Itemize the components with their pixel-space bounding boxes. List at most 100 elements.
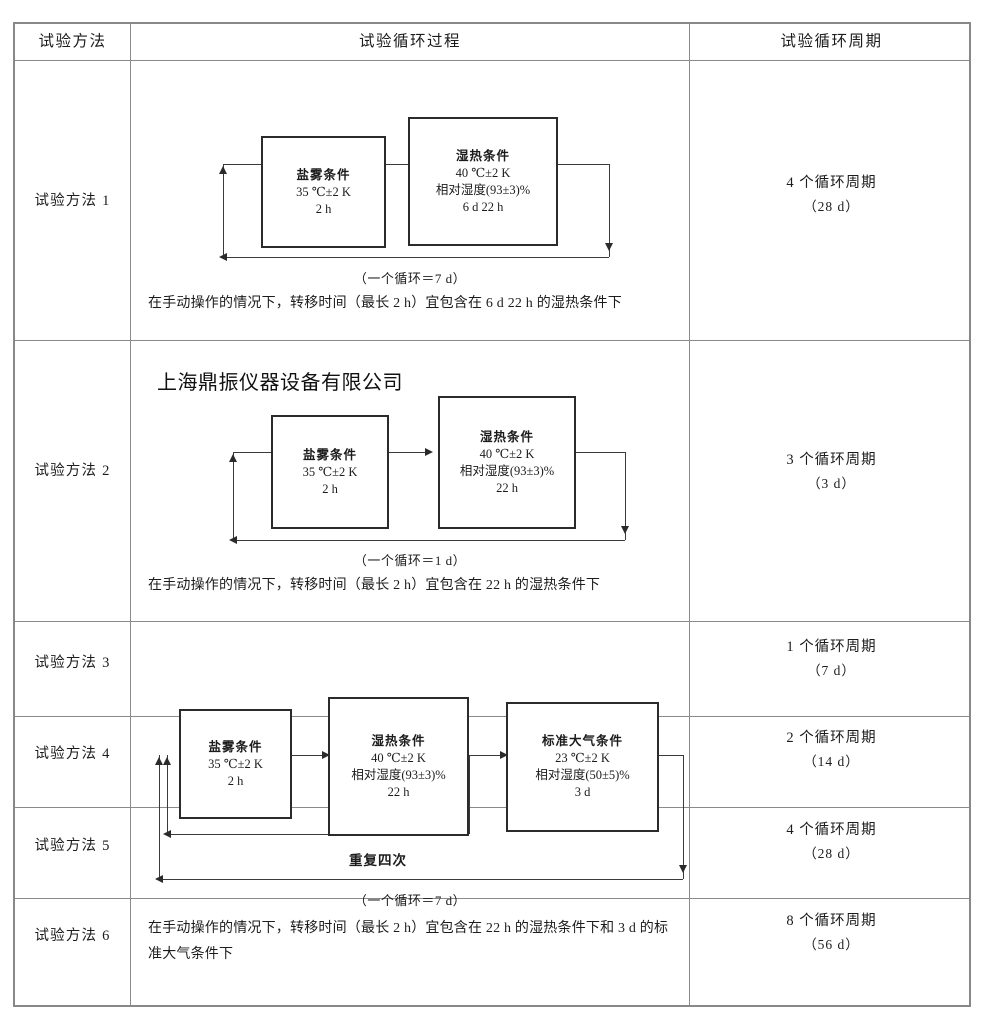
cycle-caption-2: （一个循环＝1 d） [353, 553, 467, 568]
salt-fog-box-3: 盐雾条件 35 ℃±2 K 2 h [179, 709, 292, 819]
salt-fog-title-3: 盐雾条件 [208, 739, 263, 754]
damp-heat-title-3: 湿热条件 [371, 733, 426, 748]
damp-heat-duration-1: 6 d 22 h [462, 199, 504, 214]
salt-fog-box-2: 盐雾条件 35 ℃±2 K 2 h [271, 415, 389, 529]
method-label-1: 试验方法 1 [34, 193, 111, 209]
inner-loop-right-vertical-3 [469, 755, 470, 834]
outer-loop-right-vertical-3 [683, 755, 684, 879]
salt-fog-duration-2: 2 h [322, 481, 338, 496]
row-divider-3 [15, 716, 969, 717]
salt-to-damp-arrow-3 [322, 751, 330, 759]
salt-fog-box-1: 盐雾条件 35 ℃±2 K 2 h [261, 136, 386, 248]
damp-heat-temp-2: 40 ℃±2 K [479, 446, 535, 461]
cycle-note-3: 在手动操作的情况下，转移时间（最长 2 h）宜包含在 22 h 的湿热条件下和 … [148, 921, 669, 962]
damp-to-std-line-3 [469, 755, 506, 756]
cycle-caption-3: （一个循环＝7 d） [353, 893, 467, 908]
damp-heat-humidity-2: 相对湿度(93±3)% [459, 463, 555, 478]
cycle-days-3: （7 d） [807, 663, 856, 678]
standard-atmosphere-title-3: 标准大气条件 [541, 734, 623, 748]
feedback-bottom-segment-2 [233, 540, 625, 541]
repeat-label-3: 重复四次 [345, 849, 411, 869]
salt-to-damp-line-3 [292, 755, 328, 756]
row-divider-2 [15, 621, 969, 622]
salt-to-damp-line-2 [389, 452, 431, 453]
feedback-arrow-left-1 [219, 253, 227, 261]
feedback-arrow-left-2 [229, 536, 237, 544]
outer-loop-arrow-left-3 [155, 875, 163, 883]
cycle-count-4: 2 个循环周期 [786, 730, 877, 746]
cycle-days-1: （28 d） [803, 199, 860, 214]
inner-loop-bottom-3 [167, 834, 469, 835]
outer-loop-exit-3 [659, 755, 684, 756]
damp-heat-box-3: 湿热条件 40 ℃±2 K 相对湿度(93±3)% 22 h [328, 697, 469, 836]
column-divider-2 [689, 24, 690, 1005]
outer-loop-arrow-down-3 [679, 865, 687, 873]
row-divider-4 [15, 807, 969, 808]
inner-loop-left-vertical-3 [167, 755, 168, 834]
cycle-count-5: 4 个循环周期 [786, 822, 877, 838]
damp-heat-duration-3: 22 h [387, 784, 410, 799]
header-test-cycle-period: 试验循环周期 [780, 33, 883, 50]
salt-fog-duration-3: 2 h [227, 773, 244, 788]
standard-atmosphere-humidity-3: 相对湿度(50±5)% [535, 768, 630, 782]
damp-heat-duration-2: 22 h [496, 480, 518, 495]
outer-loop-left-vertical-3 [159, 755, 160, 879]
cycle-note-1: 在手动操作的情况下，转移时间（最长 2 h）宜包含在 6 d 22 h 的湿热条… [148, 296, 622, 311]
feedback-bottom-segment-1 [223, 257, 609, 258]
cycle-period-2: 3 个循环周期 （3 d） [690, 449, 973, 495]
feedback-right-vertical-1 [609, 164, 610, 257]
method-label-3: 试验方法 3 [34, 655, 111, 671]
feedback-exit-segment-1 [558, 164, 610, 165]
row-divider-5 [15, 898, 969, 899]
cycle-count-3: 1 个循环周期 [786, 639, 877, 655]
cycle-days-2: （3 d） [807, 476, 856, 491]
cycle-count-6: 8 个循环周期 [786, 913, 877, 929]
company-watermark: 上海鼎振仪器设备有限公司 [157, 370, 403, 394]
damp-heat-humidity-3: 相对湿度(93±3)% [351, 767, 446, 782]
salt-fog-temp-3: 35 ℃±2 K [208, 756, 263, 771]
feedback-top-segment-1 [223, 164, 268, 165]
feedback-arrow-up-2 [229, 454, 237, 462]
cycle-period-6: 8 个循环周期 （56 d） [690, 910, 973, 956]
row-divider-header [15, 60, 969, 61]
cycle-period-1: 4 个循环周期 （28 d） [690, 172, 973, 218]
feedback-arrow-down-1 [605, 243, 613, 251]
cycle-period-3: 1 个循环周期 （7 d） [690, 636, 973, 682]
damp-heat-humidity-1: 相对湿度(93±3)% [435, 182, 531, 197]
salt-fog-title-2: 盐雾条件 [302, 447, 357, 462]
cycle-diagram-2: 上海鼎振仪器设备有限公司 盐雾条件 35 ℃±2 K 2 h 湿热条件 40 ℃… [131, 341, 689, 621]
feedback-top-segment-2 [233, 452, 275, 453]
cycle-caption-1: （一个循环＝7 d） [353, 271, 467, 286]
cycle-days-6: （56 d） [803, 937, 860, 952]
outer-loop-bottom-3 [159, 879, 683, 880]
standard-atmosphere-temp-3: 23 ℃±2 K [555, 751, 610, 765]
damp-heat-temp-3: 40 ℃±2 K [371, 750, 426, 765]
salt-fog-duration-1: 2 h [315, 201, 332, 216]
feedback-arrow-up-1 [219, 166, 227, 174]
cycle-period-5: 4 个循环周期 （28 d） [690, 819, 973, 865]
cycle-count-1: 4 个循环周期 [786, 175, 877, 191]
cycle-count-2: 3 个循环周期 [786, 452, 877, 468]
cycle-period-4: 2 个循环周期 （14 d） [690, 727, 973, 773]
column-divider-1 [130, 24, 131, 1005]
method-label-4: 试验方法 4 [34, 746, 111, 762]
salt-to-damp-line-1 [385, 164, 415, 165]
feedback-left-vertical-1 [223, 164, 224, 257]
feedback-arrow-down-2 [621, 526, 629, 534]
damp-heat-box-2: 湿热条件 40 ℃±2 K 相对湿度(93±3)% 22 h [438, 396, 576, 529]
damp-heat-temp-1: 40 ℃±2 K [455, 165, 511, 180]
inner-loop-arrow-up-3 [163, 757, 171, 765]
cycle-days-5: （28 d） [803, 846, 860, 861]
damp-heat-title-1: 湿热条件 [455, 148, 510, 163]
cycle-days-4: （14 d） [803, 754, 860, 769]
salt-fog-temp-1: 35 ℃±2 K [296, 184, 351, 199]
row-divider-1 [15, 340, 969, 341]
damp-to-std-arrow-3 [500, 751, 508, 759]
test-cycle-table: 试验方法 试验循环过程 试验循环周期 试验方法 1 试验方法 2 试验方法 3 … [13, 22, 971, 1007]
header-test-cycle-process: 试验循环过程 [358, 33, 461, 50]
standard-atmosphere-box-3: 标准大气条件 23 ℃±2 K 相对湿度(50±5)% 3 d [506, 702, 659, 832]
header-test-method: 试验方法 [38, 33, 107, 50]
method-label-2: 试验方法 2 [34, 463, 111, 479]
damp-heat-title-2: 湿热条件 [479, 429, 534, 444]
standard-atmosphere-duration-3: 3 d [574, 785, 591, 799]
